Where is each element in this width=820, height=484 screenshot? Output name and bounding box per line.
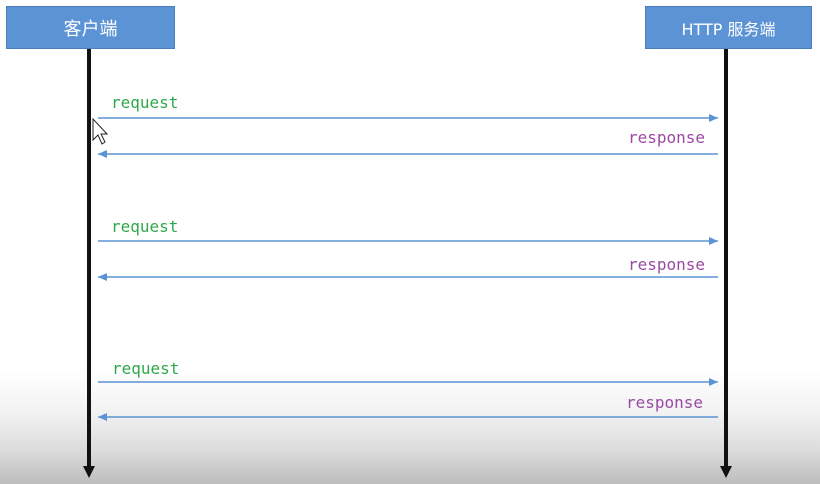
response-label-1: response bbox=[628, 128, 705, 147]
request-label-3: request bbox=[112, 359, 179, 378]
mouse-cursor-icon bbox=[92, 117, 109, 145]
server-actor-label: HTTP 服务端 bbox=[681, 19, 776, 39]
server-actor-box: HTTP 服务端 bbox=[645, 6, 812, 49]
response-label-3: response bbox=[626, 393, 703, 412]
server-lifeline-arrowhead bbox=[720, 466, 732, 478]
request-label-1: request bbox=[111, 93, 178, 112]
client-lifeline-arrowhead bbox=[83, 466, 95, 478]
request-label-2: request bbox=[111, 217, 178, 236]
client-actor-label: 客户端 bbox=[63, 18, 118, 40]
client-actor-box: 客户端 bbox=[6, 6, 175, 49]
response-label-2: response bbox=[628, 255, 705, 274]
